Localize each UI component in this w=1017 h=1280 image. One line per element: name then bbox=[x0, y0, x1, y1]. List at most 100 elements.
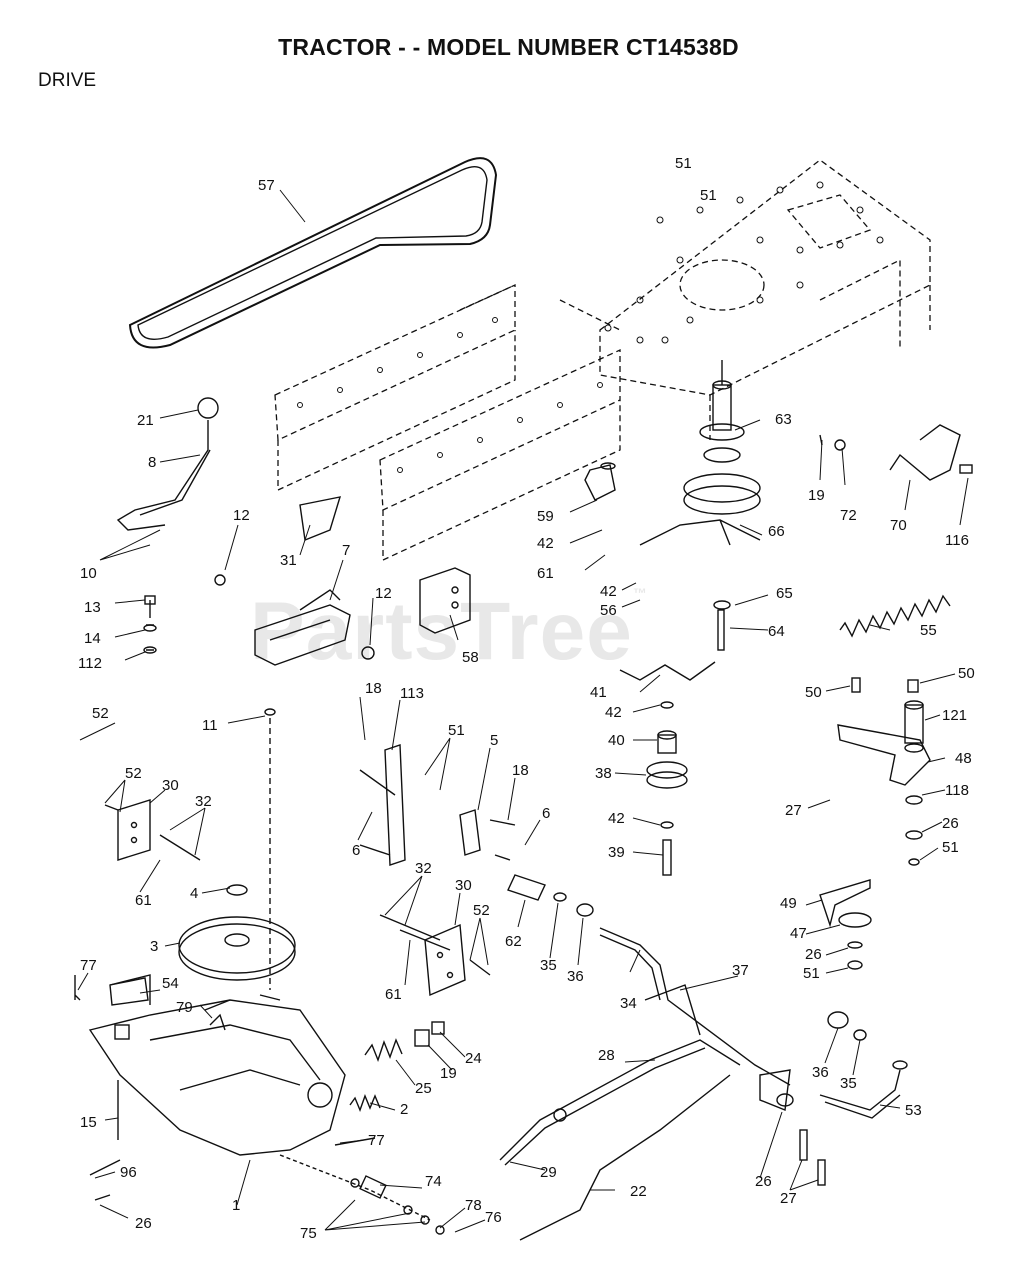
callout-52: 52 bbox=[125, 765, 142, 782]
callout-10: 10 bbox=[80, 565, 97, 582]
callout-21: 21 bbox=[137, 412, 154, 429]
transaxle bbox=[88, 974, 346, 1156]
frame-holes bbox=[297, 181, 884, 473]
callout-72: 72 bbox=[840, 507, 857, 524]
callout-19: 19 bbox=[808, 487, 825, 504]
callout-66: 66 bbox=[768, 523, 785, 540]
tractor-frame bbox=[274, 159, 931, 562]
bracket-113-5 bbox=[359, 744, 516, 866]
idler-47 bbox=[819, 879, 872, 970]
callout-29: 29 bbox=[540, 1164, 557, 1181]
callout-13: 13 bbox=[84, 599, 101, 616]
leader-lines bbox=[77, 189, 969, 1233]
callout-25: 25 bbox=[415, 1080, 432, 1097]
callout-41: 41 bbox=[590, 684, 607, 701]
callout-26: 26 bbox=[805, 946, 822, 963]
callout-51: 51 bbox=[448, 722, 465, 739]
drive-belt bbox=[128, 157, 498, 349]
callout-55: 55 bbox=[920, 622, 937, 639]
callout-12: 12 bbox=[375, 585, 392, 602]
axle-parts bbox=[74, 975, 445, 1235]
shift-bracket bbox=[143, 496, 375, 666]
callout-34: 34 bbox=[620, 995, 637, 1012]
callout-26: 26 bbox=[755, 1173, 772, 1190]
callout-19: 19 bbox=[440, 1065, 457, 1082]
pulley-38 bbox=[646, 701, 688, 876]
callout-61: 61 bbox=[385, 986, 402, 1003]
callout-70: 70 bbox=[890, 517, 907, 534]
callout-35: 35 bbox=[840, 1075, 857, 1092]
callout-52: 52 bbox=[92, 705, 109, 722]
callout-2: 2 bbox=[400, 1101, 408, 1118]
callout-7: 7 bbox=[342, 542, 350, 559]
clips bbox=[584, 462, 761, 681]
callout-76: 76 bbox=[485, 1209, 502, 1226]
callout-50: 50 bbox=[958, 665, 975, 682]
callout-62: 62 bbox=[505, 933, 522, 950]
callout-18: 18 bbox=[365, 680, 382, 697]
callout-112: 112 bbox=[78, 655, 102, 672]
bracket-30-left bbox=[104, 799, 201, 861]
callout-42: 42 bbox=[608, 810, 625, 827]
callout-27: 27 bbox=[780, 1190, 797, 1207]
callout-11: 11 bbox=[202, 717, 218, 734]
callout-74: 74 bbox=[425, 1173, 442, 1190]
callout-54: 54 bbox=[162, 975, 179, 992]
callout-5: 5 bbox=[490, 732, 498, 749]
callout-118: 118 bbox=[945, 782, 969, 799]
callout-30: 30 bbox=[455, 877, 472, 894]
callout-47: 47 bbox=[790, 925, 807, 942]
callout-28: 28 bbox=[598, 1047, 615, 1064]
spring-55 bbox=[839, 594, 951, 638]
callout-51: 51 bbox=[803, 965, 820, 982]
callout-14: 14 bbox=[84, 630, 101, 647]
idler-pulley-63 bbox=[683, 360, 761, 651]
callout-65: 65 bbox=[776, 585, 793, 602]
callout-6: 6 bbox=[542, 805, 550, 822]
callout-51: 51 bbox=[675, 155, 692, 172]
callout-116: 116 bbox=[945, 532, 969, 549]
callout-42: 42 bbox=[537, 535, 554, 552]
callout-51: 51 bbox=[700, 187, 717, 204]
callout-53: 53 bbox=[905, 1102, 922, 1119]
callout-42: 42 bbox=[605, 704, 622, 721]
callout-37: 37 bbox=[732, 962, 749, 979]
callout-64: 64 bbox=[768, 623, 785, 640]
callout-77: 77 bbox=[80, 957, 97, 974]
callout-75: 75 bbox=[300, 1225, 317, 1242]
shift-lever bbox=[116, 397, 219, 531]
callout-52: 52 bbox=[473, 902, 490, 919]
callout-3: 3 bbox=[150, 938, 158, 955]
callout-56: 56 bbox=[600, 602, 617, 619]
callout-42: 42 bbox=[600, 583, 617, 600]
callout-12: 12 bbox=[233, 507, 250, 524]
callout-36: 36 bbox=[812, 1064, 829, 1081]
callout-58: 58 bbox=[462, 649, 479, 666]
callout-96: 96 bbox=[120, 1164, 137, 1181]
callout-4: 4 bbox=[190, 885, 198, 902]
callout-35: 35 bbox=[540, 957, 557, 974]
callout-61: 61 bbox=[135, 892, 152, 909]
callout-36: 36 bbox=[567, 968, 584, 985]
callout-50: 50 bbox=[805, 684, 822, 701]
callout-48: 48 bbox=[955, 750, 972, 767]
callout-78: 78 bbox=[465, 1197, 482, 1214]
callout-57: 57 bbox=[258, 177, 275, 194]
bracket-58 bbox=[419, 567, 471, 634]
callout-40: 40 bbox=[608, 732, 625, 749]
callout-labels: 57 51 51 21 8 63 19 72 70 116 12 7 59 66… bbox=[78, 155, 975, 1242]
callout-8: 8 bbox=[148, 454, 156, 471]
callout-31: 31 bbox=[280, 552, 297, 569]
callout-113: 113 bbox=[400, 685, 424, 702]
callout-15: 15 bbox=[80, 1114, 97, 1131]
bracket-30-middle bbox=[379, 914, 491, 997]
idler-bracket-48 bbox=[837, 677, 931, 866]
callout-61: 61 bbox=[537, 565, 554, 582]
callout-26: 26 bbox=[942, 815, 959, 832]
callout-38: 38 bbox=[595, 765, 612, 782]
rods bbox=[499, 874, 908, 1241]
page-title: TRACTOR - - MODEL NUMBER CT14538D bbox=[278, 34, 739, 60]
callout-79: 79 bbox=[176, 999, 193, 1016]
callout-1: 1 bbox=[232, 1197, 240, 1214]
callout-39: 39 bbox=[608, 844, 625, 861]
